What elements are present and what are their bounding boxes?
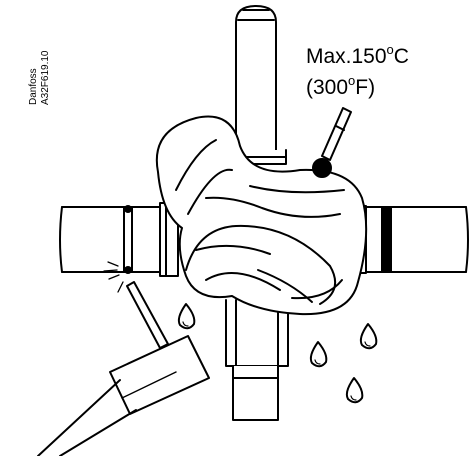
- water-drop-icon: [345, 377, 364, 404]
- fahrenheit-line: (300oF): [306, 69, 409, 100]
- temperature-probe-icon: [312, 107, 352, 178]
- water-drop-icon: [359, 323, 378, 350]
- bottom-stem: [225, 299, 289, 421]
- water-drop-icon: [309, 341, 328, 368]
- celsius-value: Max.150: [306, 45, 387, 68]
- flame-sparks-icon: [103, 261, 124, 293]
- fahrenheit-unit: F): [355, 76, 376, 99]
- degree-symbol: o: [386, 42, 394, 57]
- degree-symbol: o: [348, 73, 356, 88]
- water-drop-icon: [177, 303, 196, 330]
- brand-name: Danfoss: [28, 68, 39, 105]
- left-pipe: [59, 206, 161, 273]
- welding-torch-icon: [37, 281, 210, 456]
- right-pipe: [349, 206, 469, 273]
- celsius-unit: C: [393, 45, 409, 68]
- wet-cloth: [155, 115, 368, 316]
- left-solder-joint: [124, 205, 132, 274]
- max-temperature-label: Max.150oC (300oF): [306, 38, 409, 100]
- document-reference-label: Danfoss A32F619.10: [28, 21, 54, 106]
- document-code: A32F619.10: [40, 50, 51, 106]
- fahrenheit-value: (300: [306, 76, 349, 99]
- top-armature-tube: [235, 5, 287, 165]
- celsius-line: Max.150oC: [306, 38, 409, 69]
